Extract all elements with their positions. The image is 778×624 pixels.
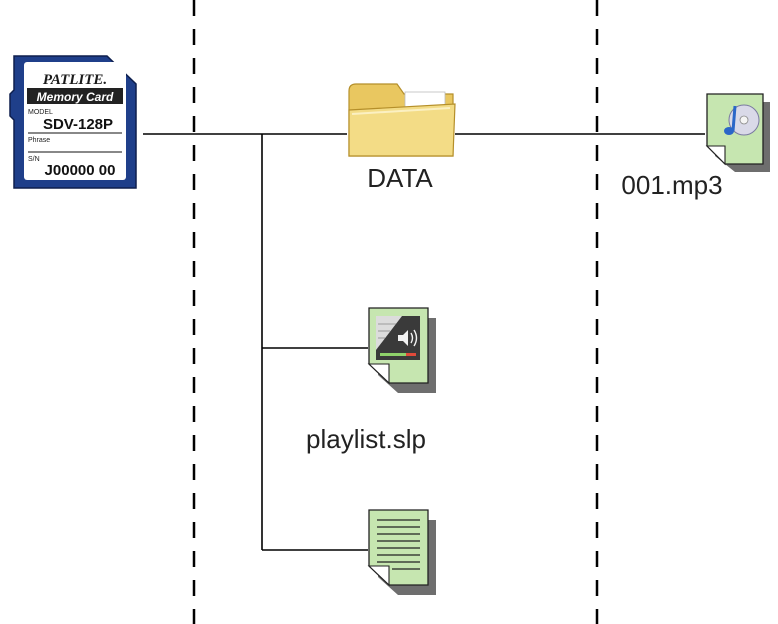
folder-icon (348, 83, 456, 157)
text-file-fold (367, 565, 390, 587)
text-file-icon (367, 509, 436, 595)
level-meter-peak (406, 353, 416, 356)
sd-card: PATLITE. Memory Card MODEL SDV-128P Phra… (9, 55, 137, 189)
playlist-file-icon (367, 307, 436, 393)
sd-card-product: Memory Card (37, 90, 114, 104)
folder-front-highlight (351, 107, 451, 115)
speaker-icon (398, 330, 408, 346)
sd-card-phrase-label: Phrase (28, 137, 50, 144)
mp3-file-label: 001.mp3 (621, 170, 722, 200)
playlist-screen-grid (376, 316, 402, 350)
connector-lines (143, 133, 705, 551)
sd-card-model-label: MODEL (28, 109, 53, 116)
sd-card-model: SDV-128P (43, 116, 113, 133)
music-disc-hole (739, 115, 749, 125)
data-folder-label: DATA (367, 163, 433, 193)
folder-front (348, 103, 456, 157)
playlist-file-label: playlist.slp (306, 424, 426, 454)
sd-card-serial: J00000 00 (45, 162, 116, 179)
music-note-stem (731, 105, 737, 132)
sd-card-sn-label: S/N (28, 156, 40, 163)
music-file-fold (705, 145, 726, 166)
sd-card-product-band (27, 88, 123, 104)
sound-wave (410, 332, 414, 344)
music-file-icon (705, 93, 770, 172)
music-note-head (724, 127, 734, 135)
sound-wave (413, 329, 418, 347)
text-file-lines (377, 519, 420, 570)
level-meter (380, 353, 416, 356)
playlist-file-fold (367, 363, 390, 385)
sd-card-brand: PATLITE. (43, 72, 107, 88)
